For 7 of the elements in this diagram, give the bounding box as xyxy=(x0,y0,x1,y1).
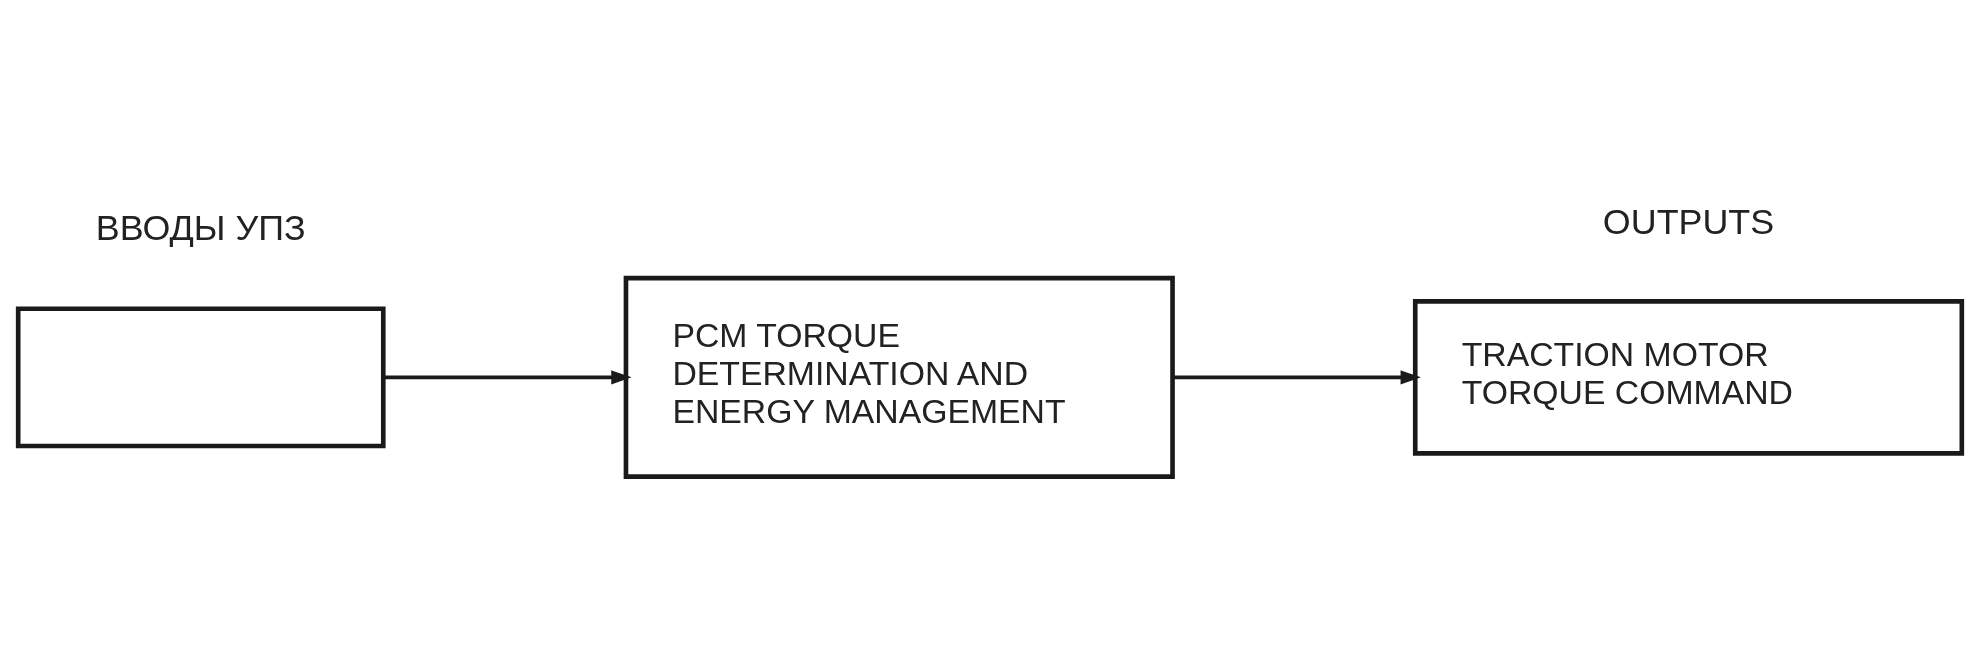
label: OUTPUTS xyxy=(1602,201,1775,242)
node-box xyxy=(15,305,386,448)
node-box: TRACTION MOTOR TORQUE COMMAND xyxy=(1412,298,1965,456)
label: ВВОДЫ УПЗ xyxy=(95,207,306,248)
node-box: PCM TORQUE DETERMINATION AND ENERGY MANAGEMENT xyxy=(623,275,1175,479)
arrow xyxy=(1172,369,1421,384)
arrow xyxy=(383,369,632,384)
